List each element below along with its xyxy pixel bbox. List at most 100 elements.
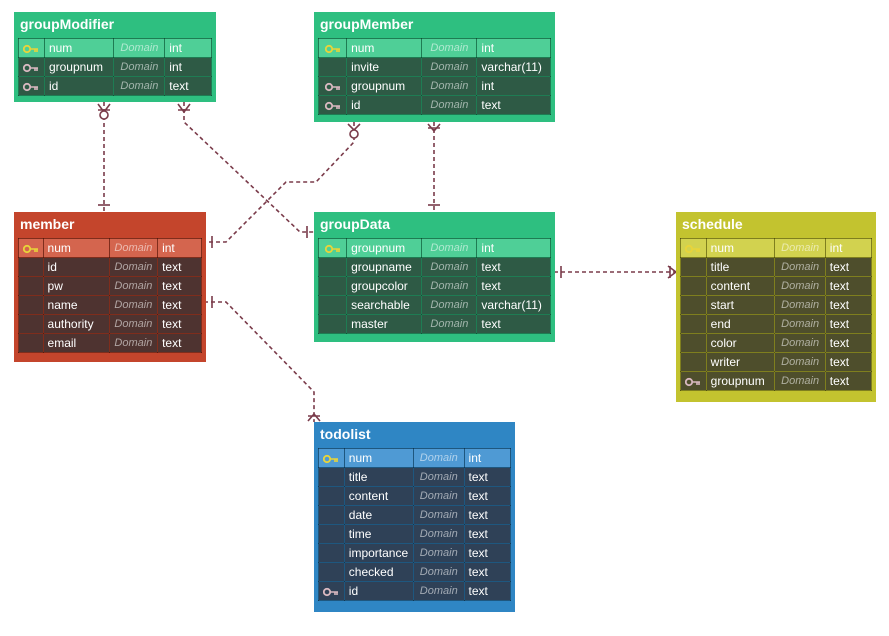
field-name: email (42, 333, 110, 353)
field-name: groupcolor (346, 276, 423, 296)
field-name: content (705, 276, 776, 296)
marker-many-groupmodifier2 (177, 103, 191, 114)
entity-title: groupMember (320, 16, 414, 32)
field-domain: Domain (421, 76, 478, 96)
key-cell (318, 467, 345, 487)
field-name: id (42, 257, 110, 277)
field-domain: Domain (412, 581, 465, 601)
field-type: int (463, 448, 512, 468)
key-cell (317, 314, 348, 334)
field-type: text (463, 562, 512, 582)
field-domain: Domain (412, 524, 465, 544)
field-type: int (476, 76, 551, 96)
field-domain: Domain (108, 314, 159, 334)
key-cell (18, 314, 44, 334)
field-domain: Domain (412, 448, 465, 468)
field-type: int (476, 238, 551, 258)
field-domain: Domain (774, 295, 826, 315)
entity-title: groupModifier (20, 16, 115, 32)
foreign-key-icon (317, 95, 348, 115)
primary-key-icon (317, 238, 348, 258)
field-type: text (824, 352, 873, 372)
field-name: date (343, 505, 414, 525)
field-domain: Domain (108, 257, 159, 277)
field-type: text (824, 276, 873, 296)
field-domain: Domain (774, 371, 826, 391)
field-type: text (463, 486, 512, 506)
field-name: name (42, 295, 110, 315)
field-type: int (476, 38, 551, 58)
field-type: varchar(11) (476, 57, 551, 77)
field-name: num (343, 448, 414, 468)
field-type: text (164, 76, 212, 96)
field-name: groupnum (346, 76, 423, 96)
field-type: text (824, 314, 873, 334)
field-domain: Domain (421, 57, 478, 77)
foreign-key-icon (680, 371, 707, 391)
key-cell (317, 295, 348, 315)
field-domain: Domain (774, 314, 826, 334)
foreign-key-icon (18, 57, 45, 77)
key-cell (318, 505, 345, 525)
field-name: invite (346, 57, 423, 77)
field-name: title (343, 467, 414, 487)
field-domain: Domain (774, 333, 826, 353)
marker-zero-groupmember (349, 129, 359, 139)
field-domain: Domain (421, 314, 478, 334)
key-cell (318, 543, 345, 563)
primary-key-icon (18, 238, 44, 258)
field-domain: Domain (412, 543, 465, 563)
field-type: text (463, 581, 512, 601)
key-cell (18, 295, 44, 315)
field-type: text (824, 257, 873, 277)
relation-member-todolist (204, 301, 315, 422)
field-name: id (343, 581, 414, 601)
field-type: text (476, 95, 551, 115)
field-domain: Domain (421, 257, 478, 277)
field-domain: Domain (108, 276, 159, 296)
key-cell (680, 352, 707, 372)
field-type: text (476, 314, 551, 334)
